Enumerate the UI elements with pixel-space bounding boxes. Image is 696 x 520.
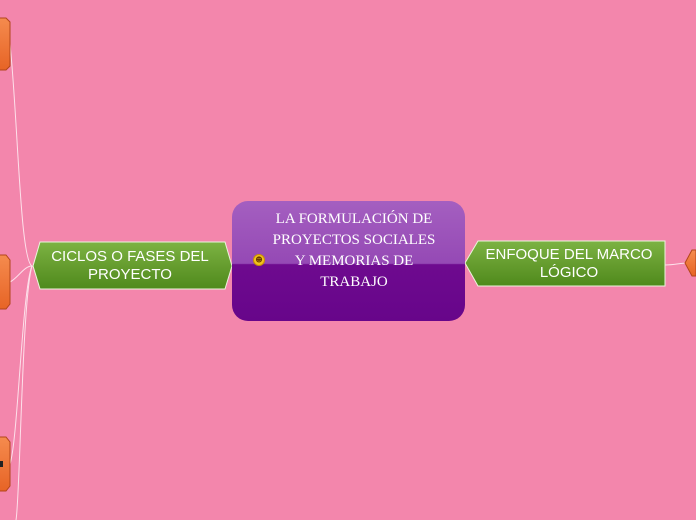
connector-right-far [664, 262, 689, 266]
smiley-emoji-icon: ☻ [253, 254, 265, 266]
subtopic-node-3[interactable] [0, 436, 11, 492]
subtopic-node-3-text-fragment [0, 461, 3, 467]
branch-left-label: CICLOS O FASES DEL PROYECTO [51, 248, 209, 283]
connector-left-top [9, 43, 33, 267]
connector-left-mid [9, 265, 33, 283]
connector-left-low [9, 265, 33, 465]
central-topic[interactable]: ☻ LA FORMULACIÓN DE PROYECTOS SOCIALES Y… [232, 201, 465, 321]
subtopic-node-1[interactable] [0, 17, 11, 71]
connector-left-bottom [15, 265, 33, 520]
central-topic-title: LA FORMULACIÓN DE PROYECTOS SOCIALES Y M… [272, 211, 436, 290]
subtopic-node-right[interactable] [684, 249, 696, 277]
branch-right-shape[interactable] [464, 240, 666, 287]
branch-right-label: ENFOQUE DEL MARCO LÓGICO [485, 246, 653, 281]
subtopic-node-2[interactable] [0, 254, 11, 310]
branch-left-shape[interactable] [32, 241, 233, 290]
